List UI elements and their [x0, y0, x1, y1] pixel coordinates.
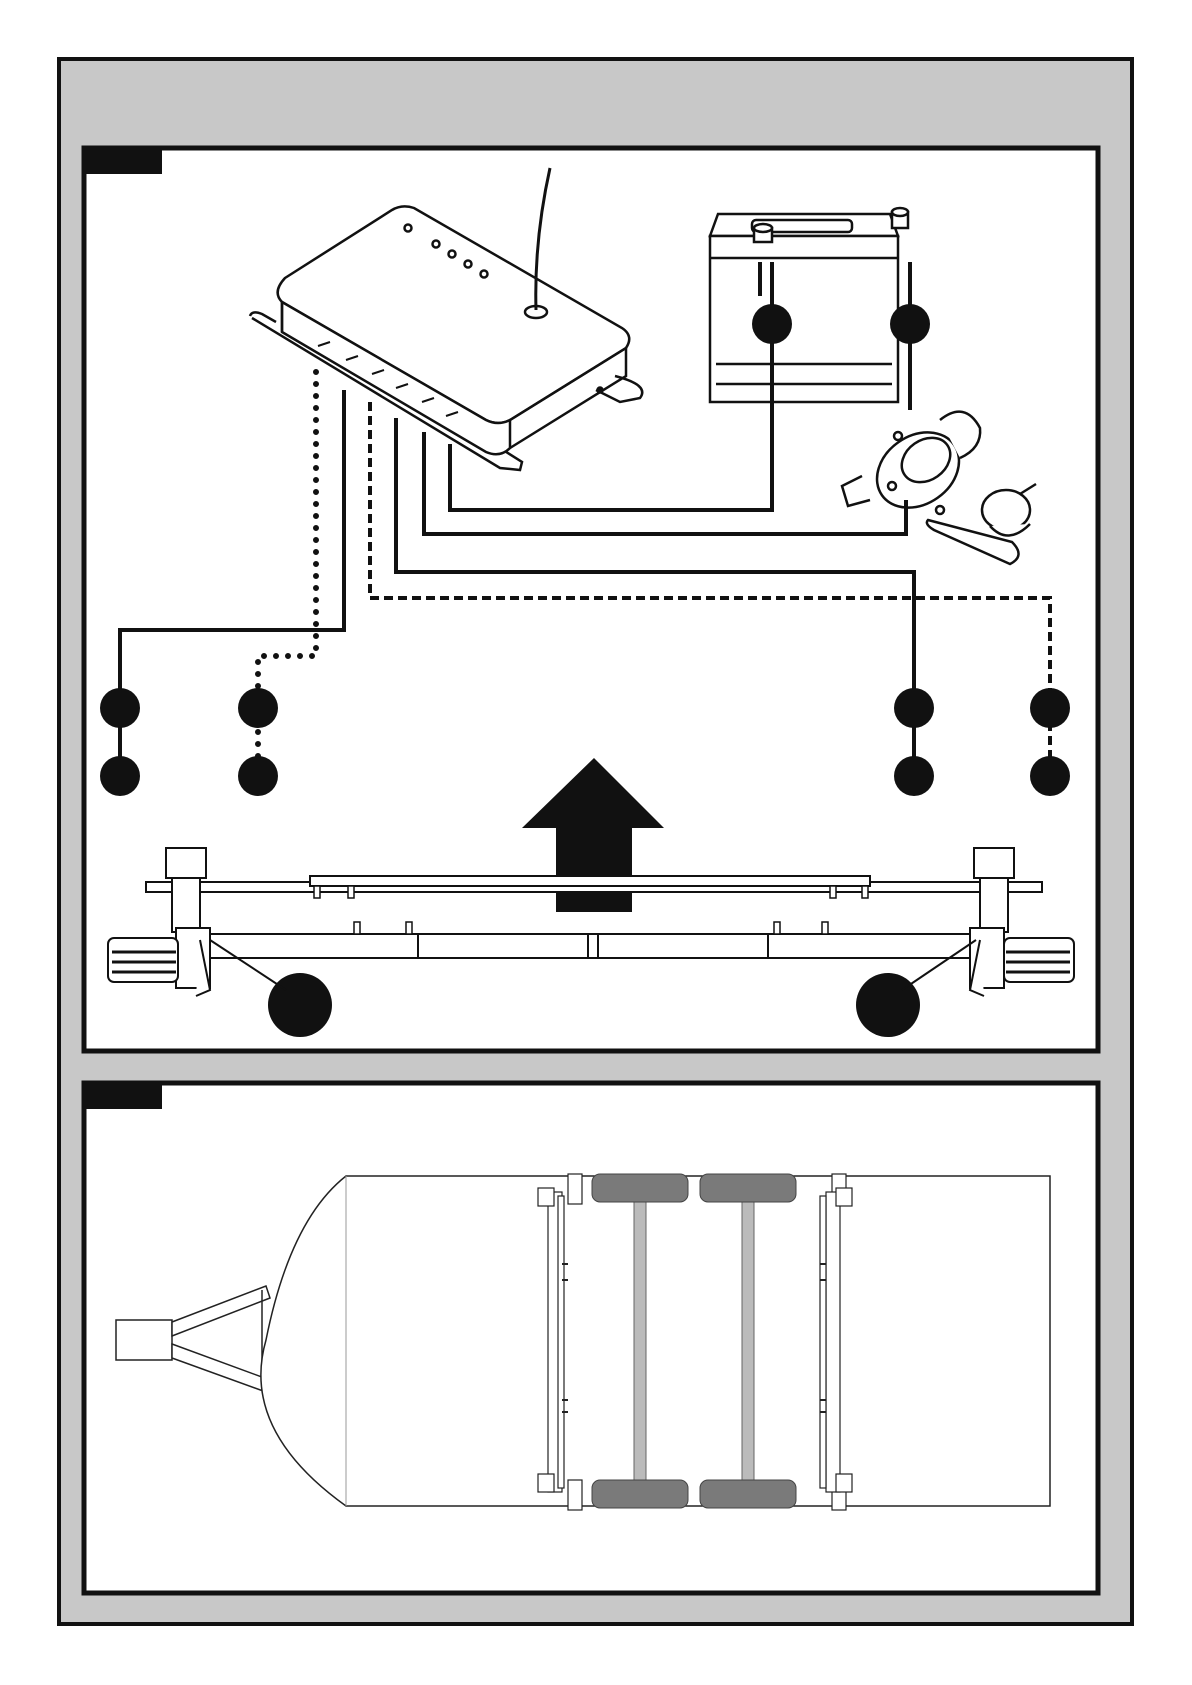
callout-right-upper — [1030, 688, 1070, 728]
callout-right-mid-lower — [894, 756, 934, 796]
callout-left-lower — [100, 756, 140, 796]
panel-top-tab — [84, 148, 162, 174]
callout-axle-right — [856, 973, 920, 1037]
callout-mid-left-upper — [238, 688, 278, 728]
callout-battery-right — [890, 304, 930, 344]
callout-left-upper — [100, 688, 140, 728]
callout-mid-left-lower — [238, 756, 278, 796]
battery-icon — [710, 208, 910, 402]
panel-bottom-tab — [84, 1083, 162, 1109]
boat-hull-icon — [261, 1176, 1050, 1506]
callout-axle-left — [268, 973, 332, 1037]
panel-bottom — [84, 1083, 1098, 1593]
callout-right-lower — [1030, 756, 1070, 796]
callout-battery-left — [752, 304, 792, 344]
panel-top — [84, 148, 1098, 1051]
callout-right-mid-upper — [894, 688, 934, 728]
